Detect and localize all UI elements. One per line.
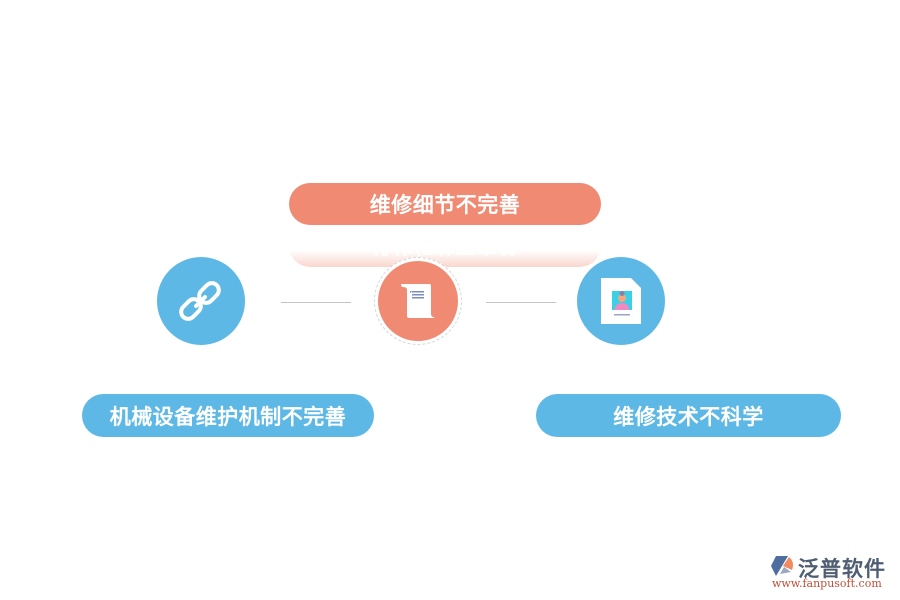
- top-issue-circle: [374, 257, 462, 345]
- chain-link-icon: [179, 281, 221, 321]
- top-issue-reflection: 维修细节不完善: [289, 225, 601, 267]
- brand-name: 泛普软件: [798, 557, 886, 581]
- left-issue-label: 机械设备维护机制不完善: [82, 394, 374, 437]
- right-issue-circle: [577, 257, 665, 345]
- left-issue-circle: [157, 257, 245, 345]
- right-issue-label: 维修技术不科学: [536, 394, 841, 437]
- connector-right: [486, 302, 556, 303]
- fanpu-logo-icon: [771, 556, 793, 576]
- brand-url: www.fanpusoft.com: [772, 577, 882, 590]
- scroll-document-icon: [401, 284, 435, 318]
- brand-logo: 泛普软件 www.fanpusoft.com: [770, 553, 895, 593]
- connector-left: [281, 302, 351, 303]
- top-issue-label: 维修细节不完善: [289, 183, 601, 225]
- id-profile-document-icon: [601, 278, 641, 324]
